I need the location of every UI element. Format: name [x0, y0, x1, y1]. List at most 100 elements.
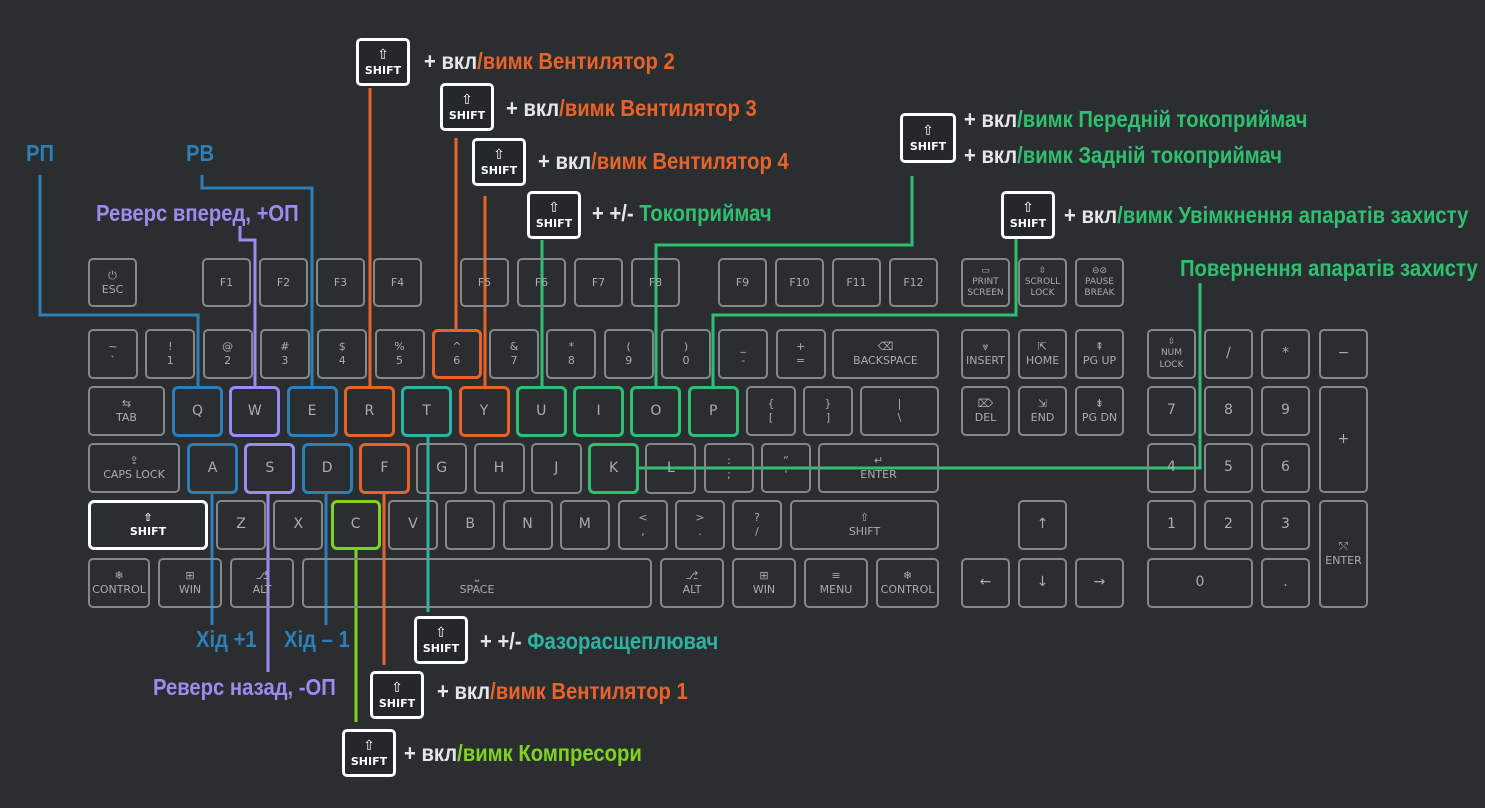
period-key[interactable]: >.: [675, 500, 725, 550]
numpad-dot-key[interactable]: .: [1261, 558, 1310, 608]
tab-key[interactable]: ⇆ TAB: [88, 386, 165, 436]
key-v[interactable]: V: [387, 500, 438, 550]
number-row-key-7[interactable]: &7: [489, 329, 540, 379]
num-lock-key[interactable]: ⇳ NUM LOCK: [1147, 329, 1196, 379]
numpad-8-key[interactable]: 8: [1204, 386, 1253, 436]
numpad-1-key[interactable]: 1: [1147, 500, 1196, 550]
bracket-key-3[interactable]: |\: [860, 386, 939, 436]
insert-key[interactable]: ⩔ INSERT: [961, 329, 1010, 379]
f6-key[interactable]: F6: [517, 258, 566, 307]
key-p[interactable]: P: [687, 386, 739, 437]
del-key[interactable]: ⌦ DEL: [961, 386, 1010, 436]
left-win-key[interactable]: ⊞ WIN: [158, 558, 222, 608]
key-g[interactable]: G: [416, 443, 468, 494]
key-b[interactable]: B: [445, 500, 496, 550]
numpad-enter-key[interactable]: ⤲ ENTER: [1319, 500, 1368, 608]
f12-key[interactable]: F12: [889, 258, 938, 307]
numpad-2-key[interactable]: 2: [1204, 500, 1253, 550]
key-q[interactable]: Q: [172, 386, 223, 437]
home-key[interactable]: ⇱ HOME: [1018, 329, 1067, 379]
space-key[interactable]: ⎵ SPACE: [302, 558, 652, 608]
key-z[interactable]: Z: [216, 500, 266, 550]
f10-key[interactable]: F10: [775, 258, 824, 307]
numpad-3-key[interactable]: 3: [1261, 500, 1310, 550]
number-row-key-9[interactable]: (9: [603, 329, 654, 379]
esc-key[interactable]: ⏻ ESC: [88, 258, 137, 307]
number-row-key-0[interactable]: )0: [661, 329, 711, 379]
arrow-left-key[interactable]: ←: [961, 558, 1010, 608]
f3-key[interactable]: F3: [316, 258, 365, 307]
numpad-5-key[interactable]: 5: [1204, 443, 1253, 493]
number-row-key-3[interactable]: #3: [259, 329, 310, 379]
key-y[interactable]: Y: [458, 386, 510, 437]
comma-key[interactable]: <,: [618, 500, 668, 550]
f11-key[interactable]: F11: [832, 258, 881, 307]
arrow-right-key[interactable]: →: [1075, 558, 1124, 608]
numpad-divide-key[interactable]: /: [1204, 329, 1253, 379]
number-row-key-6[interactable]: ^6: [431, 329, 482, 379]
arrow-down-key[interactable]: ↓: [1018, 558, 1067, 608]
numpad-7-key[interactable]: 7: [1147, 386, 1196, 436]
number-row-key-=[interactable]: +=: [775, 329, 826, 379]
pause-break-key[interactable]: ⊖⊘ PAUSE BREAK: [1075, 258, 1124, 307]
key-u[interactable]: U: [515, 386, 567, 437]
numpad-0-key[interactable]: 0: [1147, 558, 1253, 608]
key-e[interactable]: E: [286, 386, 338, 437]
right-win-key[interactable]: ⊞ WIN: [732, 558, 796, 608]
key-m[interactable]: M: [559, 500, 610, 550]
key-r[interactable]: R: [343, 386, 395, 437]
f8-key[interactable]: F8: [631, 258, 680, 307]
number-row-key-8[interactable]: *8: [546, 329, 597, 379]
key-s[interactable]: S: [244, 443, 296, 494]
arrow-up-key[interactable]: ↑: [1018, 500, 1067, 550]
slash-key[interactable]: ?/: [732, 500, 782, 550]
key-j[interactable]: J: [530, 443, 582, 494]
numpad-minus-key[interactable]: −: [1319, 329, 1368, 379]
caps-lock-key[interactable]: ⇪ CAPS LOCK: [88, 443, 180, 493]
key-n[interactable]: N: [502, 500, 553, 550]
numpad-6-key[interactable]: 6: [1261, 443, 1310, 493]
backspace-key[interactable]: ⌫ BACKSPACE: [832, 329, 939, 379]
pg-dn-key[interactable]: ⇟ PG DN: [1075, 386, 1124, 436]
pg-up-key[interactable]: ⇞ PG UP: [1075, 329, 1124, 379]
right-control-key[interactable]: ❄ CONTROL: [876, 558, 939, 608]
key-f[interactable]: F: [358, 443, 410, 494]
numpad-plus-key[interactable]: +: [1319, 386, 1368, 493]
bracket-key-1[interactable]: {[: [746, 386, 796, 436]
number-row-key-`[interactable]: ~`: [88, 329, 138, 379]
left-control-key[interactable]: ❄ CONTROL: [88, 558, 150, 608]
scroll-lock-key[interactable]: ⇳ SCROLL LOCK: [1018, 258, 1067, 307]
key-c[interactable]: C: [330, 500, 381, 550]
f1-key[interactable]: F1: [202, 258, 251, 307]
key-h[interactable]: H: [473, 443, 525, 494]
key-l[interactable]: L: [645, 443, 697, 494]
menu-key[interactable]: ≡ MENU: [804, 558, 868, 608]
number-row-key-2[interactable]: @2: [202, 329, 253, 379]
f2-key[interactable]: F2: [259, 258, 308, 307]
key-k[interactable]: K: [588, 443, 640, 494]
key-o[interactable]: O: [630, 386, 682, 437]
bracket-key-2[interactable]: }]: [803, 386, 853, 436]
number-row-key-4[interactable]: $4: [317, 329, 368, 379]
key-d[interactable]: D: [301, 443, 353, 494]
f9-key[interactable]: F9: [718, 258, 767, 307]
f4-key[interactable]: F4: [373, 258, 422, 307]
print-screen-key[interactable]: ▭ PRINT SCREEN: [961, 258, 1010, 307]
numpad-9-key[interactable]: 9: [1261, 386, 1310, 436]
key-a[interactable]: A: [187, 443, 238, 494]
quote-key[interactable]: “‘: [761, 443, 811, 493]
right-alt-key[interactable]: ⎇ ALT: [660, 558, 724, 608]
key-t[interactable]: T: [401, 386, 453, 437]
key-i[interactable]: I: [573, 386, 625, 437]
number-row-key-1[interactable]: !1: [145, 329, 196, 379]
key-w[interactable]: W: [229, 386, 281, 437]
enter-key[interactable]: ↵ ENTER: [818, 443, 939, 493]
f7-key[interactable]: F7: [574, 258, 623, 307]
semicolon-key[interactable]: :;: [704, 443, 754, 493]
right-shift-key[interactable]: ⇧ SHIFT: [790, 500, 939, 550]
number-row-key--[interactable]: _-: [718, 329, 769, 379]
f5-key[interactable]: F5: [460, 258, 509, 307]
left-alt-key[interactable]: ⎇ ALT: [230, 558, 294, 608]
numpad-4-key[interactable]: 4: [1147, 443, 1196, 493]
key-x[interactable]: X: [273, 500, 324, 550]
